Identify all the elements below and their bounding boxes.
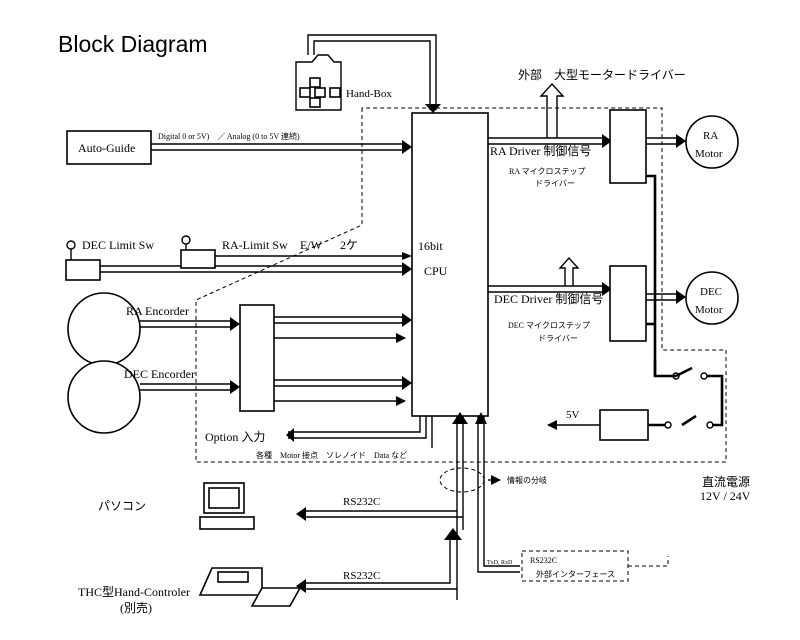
ext-rs232c-label: RS232C (530, 556, 557, 565)
branch-ellipse (439, 467, 485, 493)
dec-external-arrow (558, 256, 580, 286)
diagram-title: Block Diagram (58, 31, 208, 57)
ra-driver-signal-label: RA Driver 制御信号 (490, 143, 591, 158)
dec-driver-signal-label: DEC Driver 制御信号 (494, 291, 603, 306)
option-line-bottom (288, 416, 427, 439)
hand-box-label: Hand-Box (346, 88, 392, 100)
power-supply-line (707, 374, 724, 427)
dec-encoder-label: DEC Encorder (124, 367, 195, 381)
option-arrowhead (286, 428, 294, 442)
autoguide-signal-label: Digital 0 or 5V) ／ Analog (0 to 5V 連続) (158, 131, 300, 141)
encoder-to-cpu-lines (274, 313, 412, 406)
ext-if-dashed-lead (628, 556, 669, 567)
main-switch-pivot (672, 372, 680, 380)
ew-label: E/W (300, 238, 323, 252)
option-line-top (288, 416, 421, 433)
ra-limit-arrowhead (402, 252, 412, 260)
auto-guide-label: Auto-Guide (78, 141, 135, 155)
ra-driver-arrowhead (602, 134, 612, 148)
thc-controller-icon (198, 567, 302, 607)
thc-line-top (302, 536, 451, 584)
5v-regulator (599, 409, 649, 441)
cpu-serial-bus (452, 412, 487, 600)
power-bus-right (646, 174, 676, 378)
thc-label-1: THC型Hand-Controler (78, 585, 190, 599)
external-driver-label: 外部 大型モータードライバー (518, 67, 686, 82)
ra-motor-label-2: Motor (695, 148, 723, 160)
sub-switch (681, 414, 697, 427)
count-label: 2ケ (340, 238, 358, 252)
handbox-cable-inner (313, 40, 431, 110)
cpu-bits-label: 16bit (418, 239, 443, 253)
dec-micro-label-2: ドライバー (538, 334, 578, 343)
thc-arrowhead (296, 579, 306, 593)
dec-limit-switch (65, 240, 101, 281)
handbox-arrowhead (425, 104, 441, 113)
ra-motor-arrowhead (676, 134, 686, 148)
ra-limit-label: RA-Limit Sw (222, 238, 288, 252)
dec-motor-arrowhead (676, 290, 686, 304)
handbox-cable-outer (307, 34, 437, 110)
ext-if-line-1 (477, 563, 520, 573)
5v-label: 5V (566, 409, 580, 421)
hand-box (295, 54, 342, 111)
ra-encoder-arrowhead (230, 317, 240, 331)
external-driver-arrow (539, 82, 565, 138)
dec-limit-arrowhead (402, 262, 412, 276)
ra-micro-label-1: RA マイクロステップ (509, 167, 586, 176)
power-label-1: 直流電源 (702, 475, 750, 489)
ra-motor-label-1: RA (703, 130, 718, 142)
dec-motor-label-2: Motor (695, 304, 723, 316)
dec-motor (685, 271, 739, 325)
ra-limit-switch (180, 235, 216, 269)
auto-guide-block (66, 130, 152, 165)
ra-motor (685, 115, 739, 169)
rs232c-thc-label: RS232C (343, 570, 380, 582)
ext-if-line-2 (483, 563, 520, 567)
dec-microstep-driver-block (609, 265, 647, 342)
main-switch-contact (700, 372, 708, 380)
option-label: Option 入力 (205, 430, 265, 444)
dec-driver-arrowhead (602, 282, 612, 296)
sub-switch-pivot (664, 421, 672, 429)
misc-label: 各種 Motor 接点 ソレノイド Data など (256, 450, 407, 460)
dec-limit-label: DEC Limit Sw (82, 238, 154, 252)
cpu-label: CPU (424, 264, 448, 278)
rs232c-pc-label: RS232C (343, 496, 380, 508)
dec-encoder-arrowhead (230, 380, 240, 394)
thc-label-2: (別売) (120, 600, 152, 615)
pc-icon (199, 482, 255, 530)
ra-micro-label-2: ドライバー (535, 179, 575, 188)
dec-micro-label-1: DEC マイクロステップ (508, 321, 590, 330)
ra-microstep-driver-block (609, 109, 647, 184)
branch-label: 情報の分岐 (507, 475, 547, 485)
pc-label: パソコン (98, 499, 146, 513)
txd-rxd-label: TxD, RxD (487, 560, 513, 566)
cpu-block (411, 112, 489, 417)
pc-arrowhead (296, 507, 306, 521)
ext-if-label: 外部インターフェース (536, 569, 615, 579)
autoguide-arrowhead (402, 140, 412, 154)
thc-up-arrowhead (444, 528, 462, 540)
ra-encoder-label: RA Encorder (126, 304, 189, 318)
encoder-interface-block (239, 304, 275, 412)
dec-motor-label-1: DEC (700, 286, 722, 298)
sub-switch-contact (706, 421, 714, 429)
power-label-2: 12V / 24V (700, 489, 751, 503)
controller-enclosure (195, 107, 727, 463)
dec-encoder (67, 360, 141, 434)
